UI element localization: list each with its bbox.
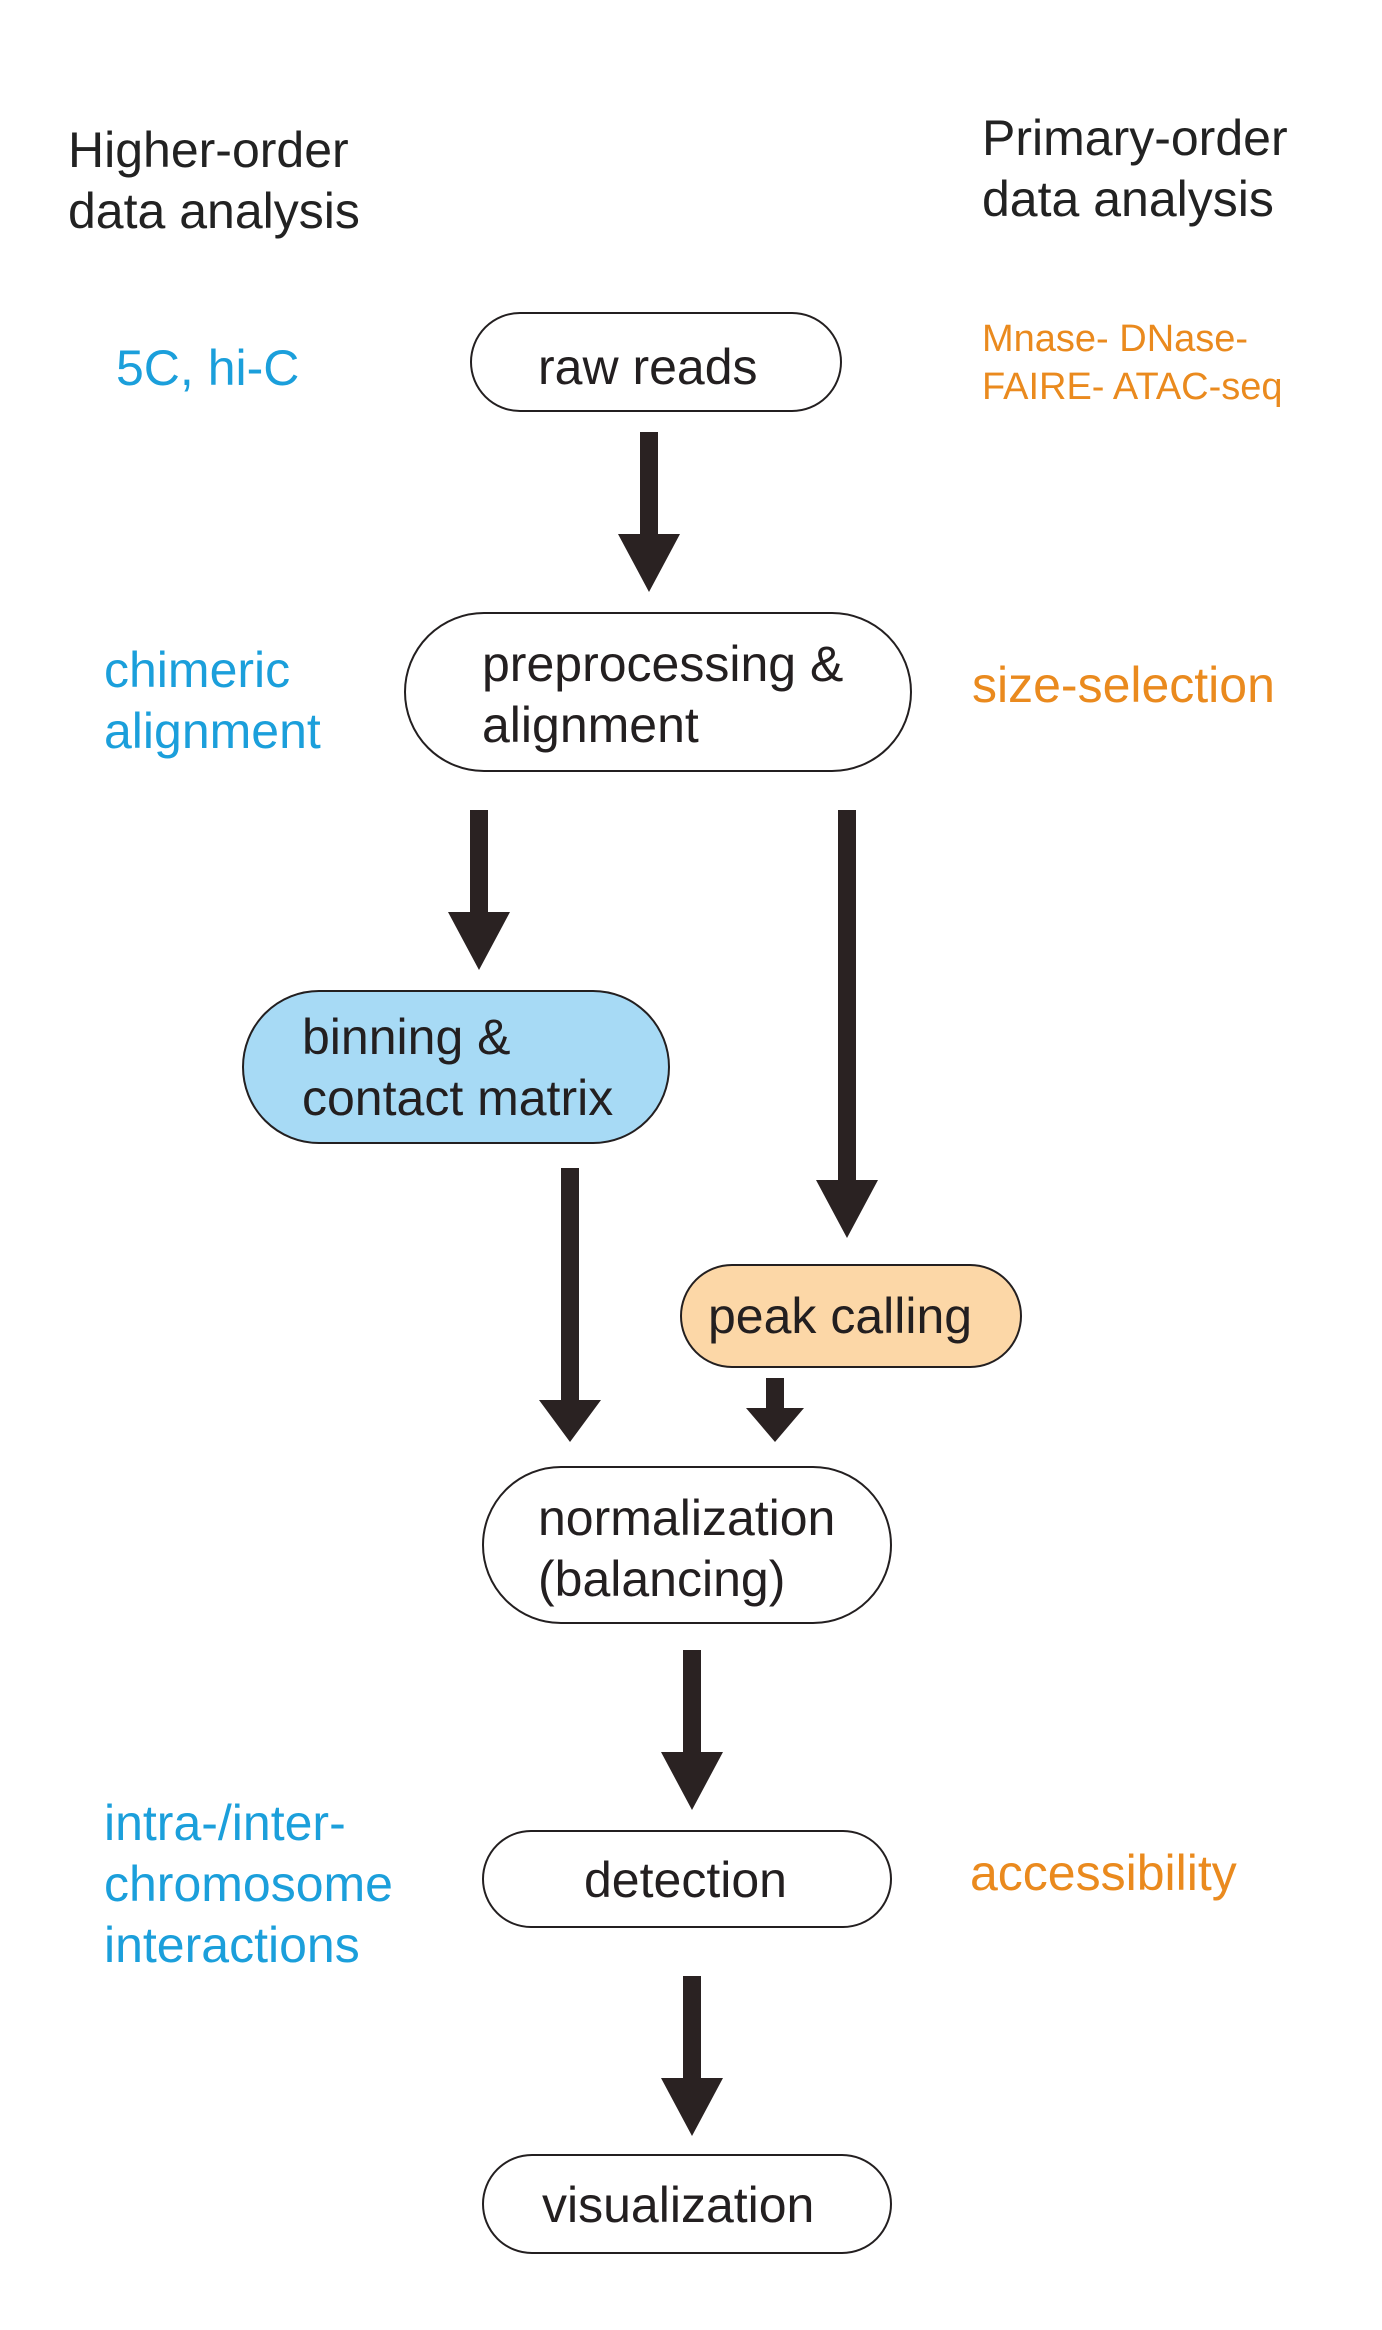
step-peak-calling: peak calling [680,1264,1022,1368]
label-seq-methods: Mnase- DNase- FAIRE- ATAC-seq [982,315,1283,411]
label-seq-methods-line-1: Mnase- DNase- [982,318,1249,360]
step-preprocessing-line-1: preprocessing & [482,636,844,692]
arrow-preprocessing-to-peak [816,810,878,1238]
step-normalization-line-2: (balancing) [538,1551,786,1607]
label-seq-methods-line-2: FAIRE- ATAC-seq [982,366,1283,408]
step-binning-line-2: contact matrix [302,1070,614,1126]
step-raw-reads-line-1: raw reads [538,339,758,395]
higher-order-header-line-1: Higher-order [68,122,349,178]
step-raw-reads: raw reads [470,312,842,412]
primary-order-header-line-1: Primary-order [982,110,1288,166]
step-binning-line-1: binning & [302,1009,511,1065]
arrow-detection-to-visualization [661,1976,723,2136]
higher-order-header-line-2: data analysis [68,183,360,239]
arrow-binning-to-normalization [539,1168,601,1442]
label-chromosome-interactions-line-2: chromosome [104,1856,393,1912]
label-chromosome-interactions: intra-/inter- chromosome interactions [104,1793,393,1976]
label-chromosome-interactions-line-3: interactions [104,1917,360,1973]
primary-order-header-line-2: data analysis [982,171,1274,227]
step-visualization: visualization [482,2154,892,2254]
higher-order-header: Higher-order data analysis [68,120,360,242]
step-detection: detection [482,1830,892,1928]
arrow-preprocessing-to-binning [448,810,510,970]
label-chimeric-alignment: chimeric alignment [104,640,321,762]
step-binning-contact-matrix: binning & contact matrix [242,990,670,1144]
arrow-raw-to-preprocessing [618,432,680,592]
label-accessibility: accessibility [970,1843,1237,1904]
step-normalization: normalization (balancing) [482,1466,892,1624]
label-size-selection-line-1: size-selection [972,657,1275,713]
step-normalization-line-1: normalization [538,1490,836,1546]
label-5c-hic: 5C, hi-C [116,338,299,399]
label-chimeric-alignment-line-1: chimeric [104,642,291,698]
label-chromosome-interactions-line-1: intra-/inter- [104,1795,346,1851]
step-detection-line-1: detection [584,1852,787,1908]
label-size-selection: size-selection [972,655,1275,716]
label-chimeric-alignment-line-2: alignment [104,703,321,759]
step-preprocessing-alignment: preprocessing & alignment [404,612,912,772]
step-peak-calling-line-1: peak calling [708,1288,973,1344]
arrow-peak-to-normalization [746,1378,804,1442]
step-visualization-line-1: visualization [542,2177,815,2233]
primary-order-header: Primary-order data analysis [982,108,1288,230]
label-5c-hic-line-1: 5C, hi-C [116,340,300,396]
step-preprocessing-line-2: alignment [482,697,699,753]
arrow-normalization-to-detection [661,1650,723,1810]
label-accessibility-line-1: accessibility [970,1845,1237,1901]
